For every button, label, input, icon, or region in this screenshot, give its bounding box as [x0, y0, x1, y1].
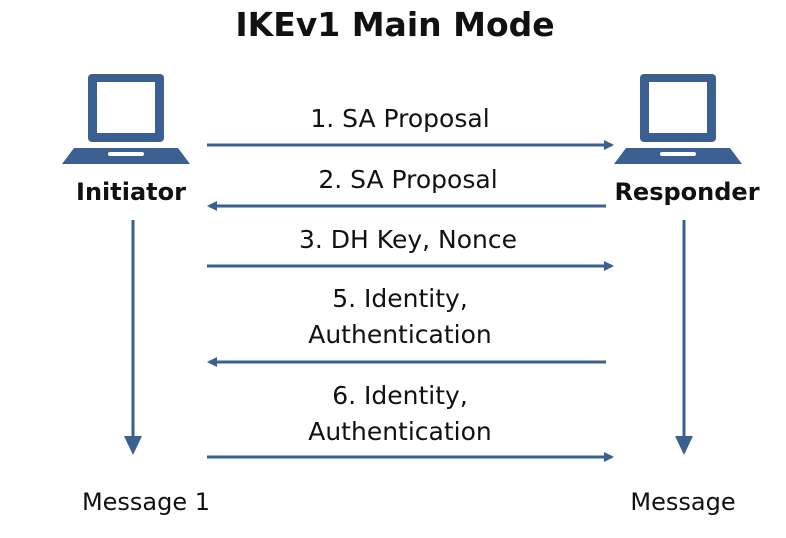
initiator-lifeline-arrowhead [124, 436, 142, 455]
message-5-label-line-1: 5. Identity, [332, 284, 468, 313]
message-3-label: 3. DH Key, Nonce [299, 225, 517, 254]
message-6-label-line-2: Authentication [308, 417, 492, 446]
message-6: 6. Identity, Authentication [207, 381, 614, 462]
responder-end-label: Message [630, 488, 735, 516]
responder-lifeline-arrowhead [675, 436, 693, 455]
responder-laptop-icon [614, 74, 742, 164]
message-1-label: 1. SA Proposal [310, 104, 489, 133]
message-1: 1. SA Proposal [207, 104, 614, 150]
message-6-label-line-1: 6. Identity, [332, 381, 468, 410]
initiator-label: Initiator [76, 178, 186, 206]
message-3: 3. DH Key, Nonce [207, 225, 614, 271]
initiator-end-label: Message 1 [82, 488, 210, 516]
message-5-label-line-2: Authentication [308, 320, 492, 349]
message-2: 2. SA Proposal [207, 165, 606, 211]
responder-label: Responder [614, 178, 759, 206]
initiator-laptop-icon [62, 74, 190, 164]
diagram-title: IKEv1 Main Mode [235, 5, 554, 44]
message-2-label: 2. SA Proposal [318, 165, 497, 194]
message-5: 5. Identity, Authentication [207, 284, 606, 367]
